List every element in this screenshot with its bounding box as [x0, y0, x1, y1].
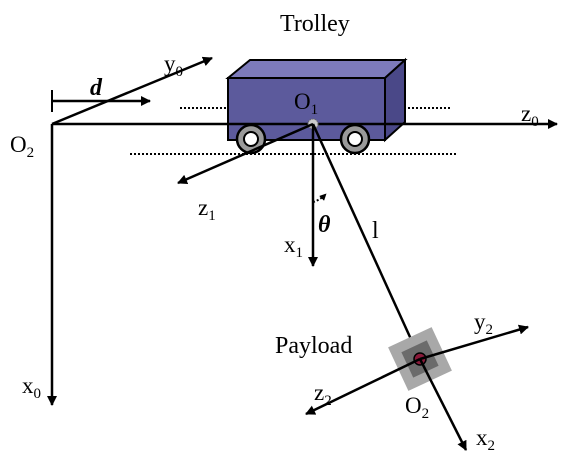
- o2-payload-label: O2: [405, 393, 429, 422]
- z0-label: z0: [521, 101, 539, 130]
- z2-axis: [305, 357, 421, 416]
- o2-origin-label: O2: [10, 132, 34, 161]
- y0-label: y0: [164, 51, 183, 80]
- rope: [311, 123, 422, 360]
- trolley-top-face: [225, 59, 408, 79]
- o1-label: O1: [294, 89, 318, 118]
- x2-label: x2: [476, 425, 495, 454]
- left-wheel: [235, 123, 267, 155]
- z1-label: z1: [198, 195, 216, 224]
- payload-label: Payload: [275, 333, 352, 359]
- theta-label: θ: [318, 212, 331, 238]
- x2-axis: [418, 358, 468, 451]
- theta-arc: [312, 193, 327, 203]
- rope-length-label: l: [372, 218, 379, 244]
- x0-label: x0: [22, 373, 41, 402]
- y2-label: y2: [474, 309, 493, 338]
- d-label: d: [90, 75, 103, 101]
- z1-axis: [177, 122, 314, 185]
- y0-axis: [51, 56, 213, 126]
- y2-axis: [419, 324, 529, 361]
- x1-label: x1: [284, 232, 303, 261]
- z2-label: z2: [314, 380, 332, 409]
- trolley-label: Trolley: [280, 11, 350, 37]
- right-wheel: [339, 123, 371, 155]
